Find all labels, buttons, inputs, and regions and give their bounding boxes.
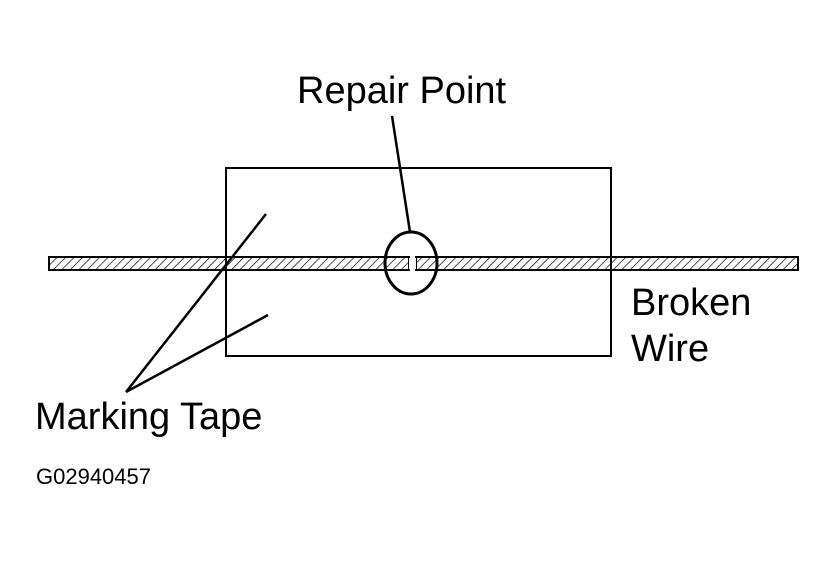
wire-segment-right [415, 256, 799, 271]
repair-point-label: Repair Point [297, 70, 507, 112]
wire-segment-left [48, 256, 410, 271]
marking-tape-leader-upper [125, 213, 267, 393]
marking-tape-leader-lower [125, 313, 269, 394]
wire-break-gap [409, 258, 416, 269]
broken-wire-label: Broken Wire [631, 280, 811, 372]
broken-wire [48, 256, 799, 271]
repair-point-leader [390, 115, 412, 233]
figure-code: G02940457 [36, 464, 151, 489]
marking-tape-label: Marking Tape [35, 396, 263, 438]
broken-wire-label-line2: Wire [631, 328, 710, 370]
repair-point-circle [383, 230, 439, 296]
broken-wire-label-line1: Broken [631, 282, 752, 324]
